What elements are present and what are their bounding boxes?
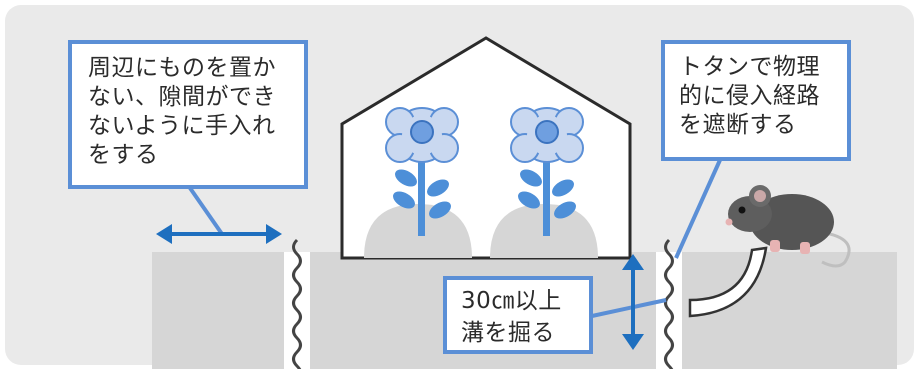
callout-trench: 30㎝以上 溝を掘る bbox=[443, 276, 593, 354]
burrow-path bbox=[688, 246, 768, 318]
callout-maintenance: 周辺にものを置か ない、隙間ができ ないように手入れ をする bbox=[68, 40, 308, 189]
corrugated-sheet-left-icon bbox=[292, 238, 302, 369]
callout-left-connector bbox=[188, 186, 224, 236]
corrugated-sheet-right-icon bbox=[664, 238, 674, 369]
callout-bottom-connector bbox=[591, 298, 667, 318]
double-arrow-vertical-icon bbox=[622, 254, 644, 350]
flower-icon-left bbox=[385, 107, 459, 236]
mouse-icon bbox=[725, 185, 851, 268]
double-arrow-horizontal-icon bbox=[156, 224, 282, 244]
callout-tin-sheet: トタンで物理 的に侵入経路 を遮断する bbox=[661, 40, 851, 161]
callout-right-connector bbox=[674, 159, 722, 259]
flower-icon-right bbox=[510, 107, 584, 236]
